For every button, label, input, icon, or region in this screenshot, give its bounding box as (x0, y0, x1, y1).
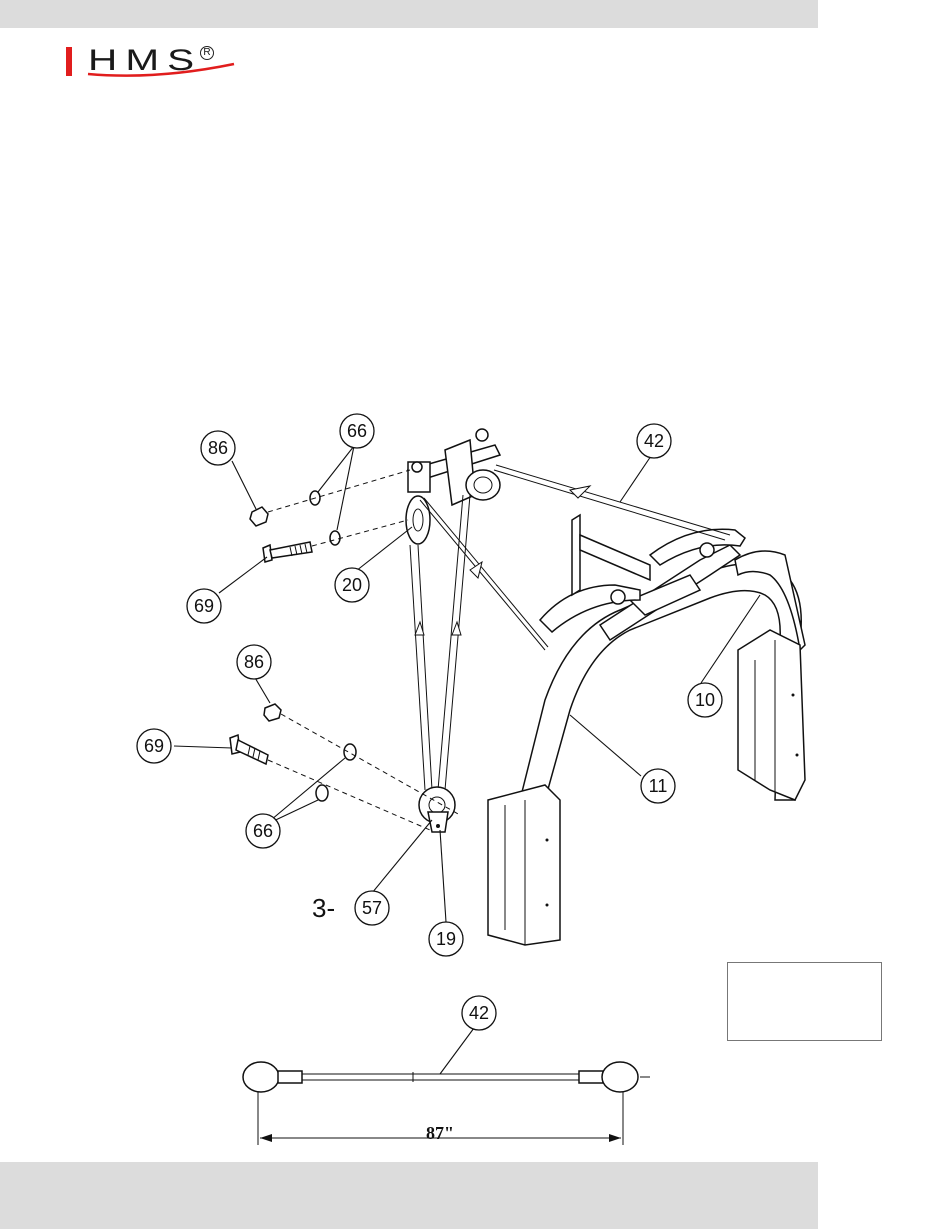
top-hardware (250, 470, 410, 562)
callout-66-bottom-label: 66 (253, 821, 273, 841)
callout-10-label: 10 (695, 690, 715, 710)
note-box (727, 962, 882, 1041)
callout-86-top: 86 (201, 431, 235, 465)
callout-69-bottom: 69 (137, 729, 171, 763)
callout-19-label: 19 (436, 929, 456, 949)
callout-42-top-label: 42 (644, 431, 664, 451)
cable-42-routed (410, 465, 730, 790)
callout-86-top-label: 86 (208, 438, 228, 458)
frame-assembly (488, 515, 805, 945)
callout-11: 11 (641, 769, 675, 803)
callout-42-detail-label: 42 (469, 1003, 489, 1023)
cable-detail: 87" (243, 1028, 650, 1145)
callout-20-label: 20 (342, 575, 362, 595)
callout-86-bottom-label: 86 (244, 652, 264, 672)
callout-66-top-label: 66 (347, 421, 367, 441)
callout-69-top: 69 (187, 589, 221, 623)
callout-42-top: 42 (637, 424, 671, 458)
callout-69-bottom-label: 69 (144, 736, 164, 756)
callout-10: 10 (688, 683, 722, 717)
callout-11-label: 11 (649, 776, 668, 796)
bottom-bar (0, 1162, 818, 1229)
quantity-prefix: 3- (312, 893, 335, 923)
top-pulley-bracket (406, 429, 500, 544)
callout-66-bottom: 66 (246, 814, 280, 848)
cable-length-label: 87" (426, 1123, 454, 1143)
callout-42-detail: 42 (462, 996, 496, 1030)
callout-20: 20 (335, 568, 369, 602)
callout-86-bottom: 86 (237, 645, 271, 679)
callout-66-top: 66 (340, 414, 374, 448)
callout-69-top-label: 69 (194, 596, 214, 616)
callout-57-label: 57 (362, 898, 382, 918)
callout-19: 19 (429, 922, 463, 956)
callout-57: 3- 57 (312, 891, 389, 925)
